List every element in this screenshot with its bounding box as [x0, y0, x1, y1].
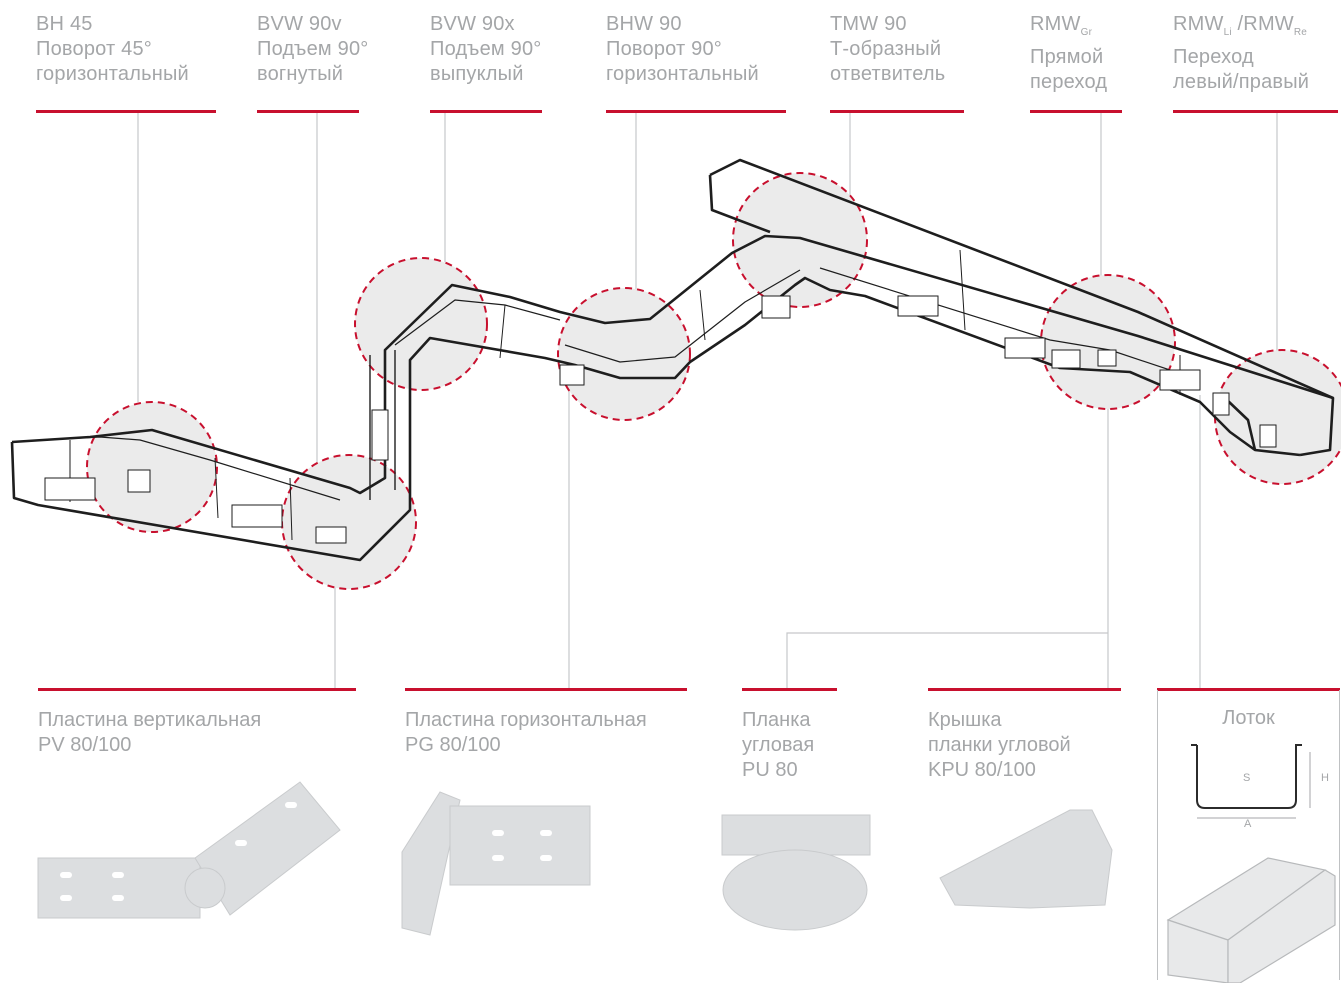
label-rmw-gr-underline: [1030, 110, 1122, 113]
part-pv-underline: [38, 688, 356, 691]
tray-3d-image: [1166, 857, 1336, 983]
part-pv-code: PV 80/100: [38, 734, 132, 756]
highlight-circles: [86, 172, 1341, 590]
label-rmw-gr: RMWGr Прямой переход: [1030, 12, 1107, 95]
bottom-leader-lines: [334, 385, 1201, 688]
part-pu-label: Планка угловая PU 80: [742, 708, 814, 783]
part-pv-label: Пластина вертикальная PV 80/100: [38, 708, 261, 758]
label-bhw90-line3: горизонтальный: [606, 63, 759, 85]
tray-route: [10, 158, 1335, 562]
part-kpu-label: Крышка планки угловой KPU 80/100: [928, 708, 1071, 783]
label-rmw-li-re-line3: левый/правый: [1173, 71, 1310, 93]
part-pu-underline: [742, 688, 837, 691]
part-pg-underline: [405, 688, 687, 691]
tray-title: Лоток: [1222, 707, 1275, 729]
tray-underline: [1157, 688, 1340, 691]
pu-plate-image: [721, 814, 871, 931]
label-tmw90-code: TMW 90: [830, 13, 907, 35]
label-rmw-li-re-underline: [1173, 110, 1338, 113]
tray-dim-s: S: [1243, 772, 1251, 784]
label-rmw-gr-line2: Прямой: [1030, 46, 1104, 68]
label-bh45-code: BH 45: [36, 13, 93, 35]
label-bh45: BH 45 Поворот 45° горизонтальный: [36, 12, 189, 87]
label-rmw-li-re: RMWLi /RMWRe Переход левый/правый: [1173, 12, 1309, 95]
label-bvw90v-code: BVW 90v: [257, 13, 342, 35]
pg-plate-image: [401, 791, 591, 936]
label-bh45-line3: горизонтальный: [36, 63, 189, 85]
circle-bh45: [86, 401, 218, 533]
part-pg-code: PG 80/100: [405, 734, 501, 756]
label-tmw90-line2: Т-образный: [830, 38, 942, 60]
pv-plate-image: [37, 781, 341, 919]
label-bvw90x: BVW 90x Подъем 90° выпуклый: [430, 12, 541, 87]
label-tmw90-line3: ответвитель: [830, 63, 946, 85]
kpu-cover-image: [939, 809, 1113, 909]
part-pu-name-1: Планка: [742, 709, 811, 731]
part-kpu-name-1: Крышка: [928, 709, 1002, 731]
part-images: [37, 781, 1113, 936]
label-bvw90x-line2: Подъем 90°: [430, 38, 542, 60]
label-tmw90-underline: [830, 110, 964, 113]
label-bvw90v-line3: вогнутый: [257, 63, 344, 85]
part-kpu-underline: [928, 688, 1121, 691]
part-pg-label: Пластина горизонтальная PG 80/100: [405, 708, 647, 758]
circle-bhw90: [557, 287, 691, 421]
circle-tmw90: [732, 172, 868, 308]
part-pv-name: Пластина вертикальная: [38, 709, 262, 731]
label-tmw90: TMW 90 Т-образный ответвитель: [830, 12, 945, 87]
label-bvw90x-underline: [430, 110, 542, 113]
label-bh45-underline: [36, 110, 216, 113]
part-pg-name: Пластина горизонтальная: [405, 709, 647, 731]
tray-panel: [1157, 690, 1340, 980]
part-pu-code: PU 80: [742, 759, 798, 781]
label-rmw-gr-code: RMWGr: [1030, 13, 1093, 38]
connector-plates: [44, 295, 1277, 544]
label-rmw-li-re-code: RMWLi /RMWRe: [1173, 13, 1308, 38]
label-bvw90v: BVW 90v Подъем 90° вогнутый: [257, 12, 368, 87]
label-rmw-gr-line3: переход: [1030, 71, 1108, 93]
circle-bvw90x: [354, 257, 488, 391]
circle-rmw-li-re: [1214, 349, 1341, 485]
tray-cross-section: [1191, 744, 1302, 809]
top-leader-lines: [137, 112, 1278, 472]
tray-dim-a: A: [1244, 818, 1252, 830]
part-pu-name-2: угловая: [742, 734, 815, 756]
part-kpu-code: KPU 80/100: [928, 759, 1036, 781]
label-bvw90x-code: BVW 90x: [430, 13, 515, 35]
label-bvw90v-underline: [257, 110, 359, 113]
label-bhw90-line2: Поворот 90°: [606, 38, 722, 60]
label-rmw-li-re-line2: Переход: [1173, 46, 1254, 68]
label-bvw90v-line2: Подъем 90°: [257, 38, 369, 60]
label-bhw90-underline: [606, 110, 786, 113]
tray-dimension-lines: [1197, 752, 1311, 819]
tray-dim-h: H: [1321, 772, 1329, 784]
label-bhw90: BHW 90 Поворот 90° горизонтальный: [606, 12, 759, 87]
label-bhw90-code: BHW 90: [606, 13, 682, 35]
part-kpu-name-2: планки угловой: [928, 734, 1071, 756]
label-bvw90x-line3: выпуклый: [430, 63, 524, 85]
label-bh45-line2: Поворот 45°: [36, 38, 152, 60]
plate-holes: [60, 802, 552, 901]
